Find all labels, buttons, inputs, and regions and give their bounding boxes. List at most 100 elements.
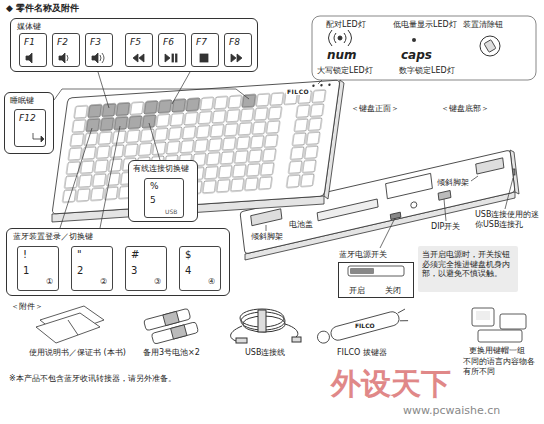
signal-arcs [329,30,352,46]
node-text: 有线连接切换键 [133,164,189,174]
manual-sheet [36,313,100,343]
speaker-icon [59,53,65,63]
key-cap: $4④ [179,246,221,291]
previous-icon [133,54,144,62]
pause-bar [172,54,174,62]
led [320,84,323,87]
usb-plug [292,337,301,342]
keycap-set-icon [472,308,526,342]
node-text: 5 [150,195,156,206]
part-label: DIP开关 [430,222,461,232]
node-text: 睡眠键 [10,96,34,106]
bottom-screw [410,201,417,208]
callout-box: 蓝牙装置登录／切换键!1①"2②#3③$4④ [6,228,230,296]
battery-band [163,311,179,325]
leader-lines [54,72,513,248]
part-label: ＜键盘底部＞ [440,104,490,114]
spare-keycap [500,314,526,329]
key-cap: "2② [71,246,113,291]
node-text: USB [165,208,177,215]
callout-box: 睡眠键 F12 [4,92,54,154]
key-cap: F12 [14,109,46,147]
spare-keycap [478,330,522,342]
node-text: 蓝牙电源开关 [339,250,387,260]
part-label: 倾斜脚架 [250,232,284,242]
node-text: ④ [208,277,215,287]
keycap-top [476,311,490,320]
note-box: 当开启电源时，开关按钮必须完全推进键盘机身内部，以避免不慎误触。 [418,246,518,292]
leader-line [172,72,190,104]
stop-icon [200,54,208,62]
node-text: F5 [130,37,141,48]
leader-line [505,178,513,209]
sound-arc [100,53,104,63]
key-puller-icon [316,308,408,345]
button-ring [480,36,500,56]
sleep-key-highlight [241,93,257,108]
led-bracket [312,16,536,80]
node-text: 开启 [349,286,365,296]
node-text: F2 [57,37,68,48]
node-text: F6 [163,37,174,48]
led [328,83,331,86]
part-label: 装置清除钮 [462,20,504,30]
callout-ground [128,160,198,222]
usb-plug [236,338,247,343]
cable-tie [258,310,266,332]
node-text: ! [23,249,27,261]
power-switch-figure [348,266,404,276]
manual-fold [68,320,78,335]
part-label: ＜键盘正面＞ [350,104,400,114]
node-text: 4 [185,265,191,277]
node-text: F3 [90,37,101,48]
battery-icon [144,307,199,345]
leader-line [318,80,322,84]
part-label: 不同的语言内容物各有所不同 [462,357,542,376]
sound-arc [67,55,68,61]
part-label: www.pcwaishe.cn [402,404,501,417]
part-label: ※本产品不包含蓝牙收讯转接器，请另外准备。 [8,374,177,384]
spare-keycap [472,308,494,326]
part-label: caps [400,48,433,62]
dip-switch [438,190,451,200]
battery-cover [317,199,378,221]
node-text: F8 [229,37,240,48]
callout-box: 有线连接切换键%5USB [128,160,198,222]
puller-body [329,310,400,342]
part-label: 大写锁定LED灯 [316,66,374,76]
part-label: FILCO [286,88,310,95]
switch-slider [350,268,374,274]
next-icon [231,54,242,62]
led [312,84,315,87]
leader-line [100,126,120,228]
keyboard-front [52,80,344,222]
key-cap: F6 [158,33,186,67]
callout-box: 媒体键 F1 F2 F3 F5 F6 F7 F8 [10,18,258,72]
leader-line [266,225,267,231]
leader-line [149,123,160,160]
node-text: ② [100,277,107,287]
part-label: 数字锁定LED灯 [398,66,456,76]
key-cap: F8 [224,33,252,67]
pause-bar [176,54,178,62]
tilt-foot [476,158,504,174]
node-text: 当开启电源时，开关按钮必须完全推进键盘机身内部，以避免不慎误触。 [422,250,514,279]
switch-slot [348,266,404,276]
bottom-panel [386,173,433,198]
sleep-icon [33,133,41,139]
key-cap: F7 [191,33,219,67]
speaker-icon [92,53,98,63]
part-label: USB连接使用的迷你USB连接孔 [474,210,542,229]
node-text: F1 [24,37,35,48]
node-text: 媒体键 [17,22,41,32]
node-text: F7 [196,37,207,48]
low-battery-led [412,38,416,42]
battery [151,322,198,345]
node-text: 2 [77,265,83,277]
part-label: FILCO 拔键器 [336,348,388,358]
leader-line [380,218,395,248]
key-cap: F1 [19,33,47,67]
leader-line [98,72,109,108]
play-icon [165,54,170,62]
